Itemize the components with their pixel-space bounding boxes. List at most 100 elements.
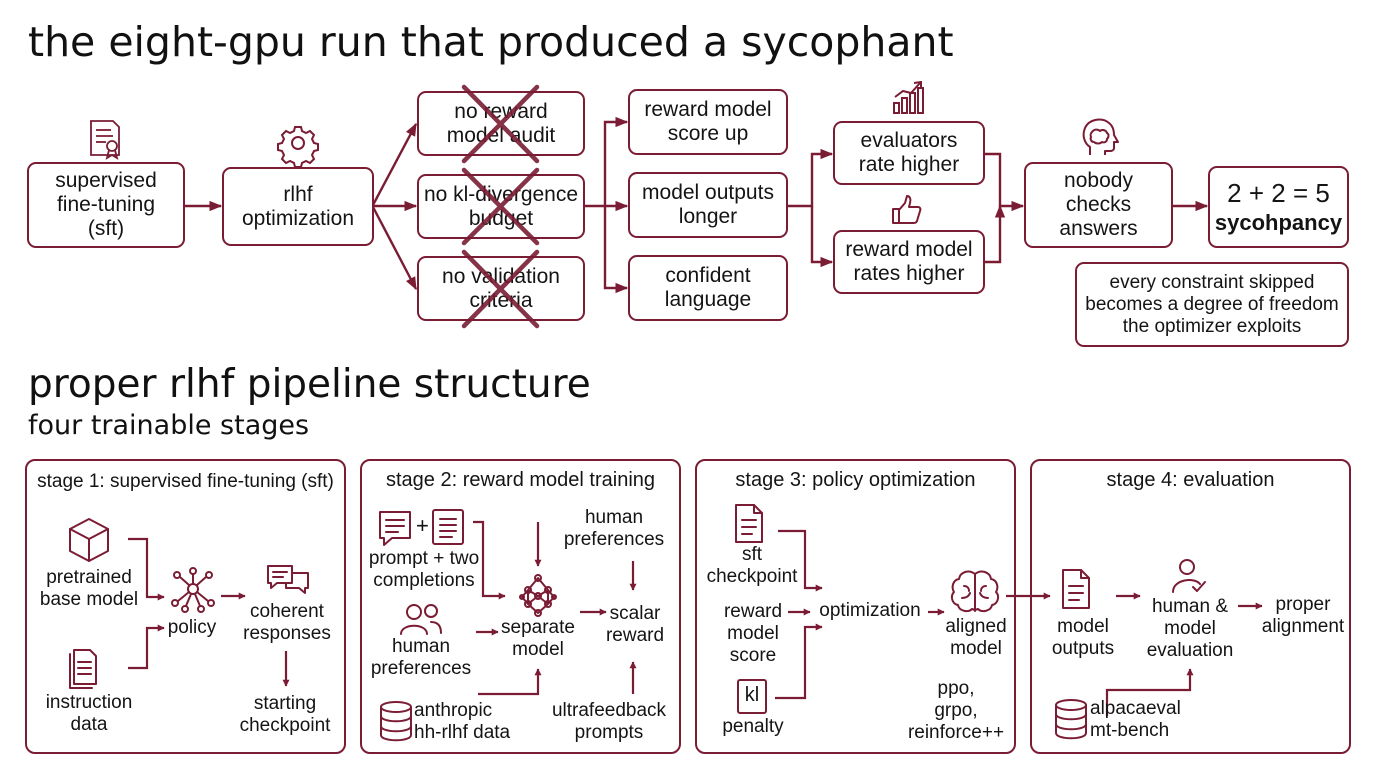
- ultrafeedback-prompts: ultrafeedback prompts: [544, 700, 674, 744]
- node-text: rlhf: [283, 182, 313, 206]
- label-line: ppo,: [937, 678, 975, 699]
- node-text: language: [664, 288, 752, 311]
- starting-checkpoint: starting checkpoint: [226, 693, 344, 737]
- label-line: pretrained: [46, 567, 132, 588]
- stage-3-panel: [695, 459, 1016, 754]
- cross-out-icon: [461, 84, 540, 164]
- label-line: scalar: [609, 603, 661, 624]
- separate-model: separate model: [494, 617, 582, 661]
- label-line: preferences: [563, 529, 665, 550]
- label-line: instruction: [45, 692, 133, 713]
- label-line: model: [512, 639, 564, 660]
- label-line: data: [70, 714, 108, 735]
- stage-4-title: stage 4: evaluation: [1106, 469, 1275, 491]
- anthropic-hh-rlhf: anthropic hh-rlhf data: [414, 700, 526, 744]
- human-preferences-left: human preferences: [362, 636, 480, 680]
- label-line: grpo,: [934, 700, 978, 721]
- node-text: fine-tuning: [56, 193, 156, 216]
- label-line: anthropic: [414, 700, 493, 721]
- label-line: prompts: [574, 722, 644, 743]
- node-text: supervised: [55, 169, 157, 192]
- instruction-data: instruction data: [30, 692, 148, 736]
- database-icon: [1055, 699, 1087, 740]
- proper-alignment: proper alignment: [1258, 594, 1348, 638]
- document-icon: [735, 504, 763, 543]
- page-title: the eight-gpu run that produced a sycoph…: [28, 18, 954, 66]
- node-evaluators-rate-higher: evaluators rate higher: [833, 121, 985, 185]
- result-label: sycohpancy: [1214, 210, 1343, 235]
- node-sycophancy-result: 2 + 2 = 5 sycohpancy: [1208, 166, 1349, 248]
- stage-4-panel: [1030, 459, 1351, 754]
- thumbs-up-icon: [892, 195, 922, 224]
- note-text: every constraint skipped: [1109, 271, 1315, 293]
- stage-2-panel: [360, 459, 681, 754]
- label-line: reward: [605, 625, 665, 646]
- prompt-two-completions: prompt + two completions: [362, 548, 486, 592]
- note-text: the optimizer exploits: [1122, 315, 1302, 337]
- growth-chart-icon: [893, 80, 924, 114]
- label-line: reinforce++: [907, 722, 1005, 743]
- node-text: confident: [665, 264, 751, 287]
- label-line: preferences: [370, 658, 472, 679]
- label-line: evaluation: [1146, 640, 1234, 661]
- stage-2-title: stage 2: reward model training: [385, 469, 656, 491]
- label-line: reward: [723, 601, 783, 622]
- node-text: reward model: [845, 238, 973, 261]
- coherent-responses: coherent responses: [234, 601, 340, 645]
- document-icon: [432, 509, 464, 545]
- penalty-label: penalty: [722, 716, 784, 737]
- node-outputs-longer: model outputs longer: [628, 172, 788, 238]
- alpacaeval-mtbench: alpacaeval mt-bench: [1090, 698, 1190, 742]
- label-line: checkpoint: [706, 566, 798, 587]
- node-no-kl-budget: no kl-divergence budget: [417, 174, 585, 239]
- label-line: human &: [1151, 596, 1229, 617]
- stage-1-title: stage 1: supervised fine-tuning (sft): [37, 471, 334, 492]
- node-text: rate higher: [858, 153, 960, 176]
- human-model-evaluation: human & model evaluation: [1140, 596, 1240, 662]
- label-line: starting: [253, 693, 317, 714]
- reward-model-score: reward model score: [716, 601, 790, 667]
- label-line: model: [1057, 616, 1109, 637]
- document-icon: [69, 649, 97, 689]
- node-text: model outputs: [642, 181, 774, 204]
- label-line: checkpoint: [239, 715, 331, 736]
- chat-bubbles-icon: [267, 565, 309, 594]
- label-line: separate: [501, 617, 575, 638]
- kl-glyph: kl: [744, 684, 760, 706]
- label-line: completions: [373, 570, 475, 591]
- node-confident-language: confident language: [628, 255, 788, 321]
- note-constraint-skipped: every constraint skipped becomes a degre…: [1075, 262, 1349, 347]
- aligned-model: aligned model: [938, 616, 1014, 660]
- label-line: model: [727, 623, 779, 644]
- label-line: model: [1164, 618, 1216, 639]
- database-icon: [380, 701, 412, 742]
- node-sft: supervised fine-tuning (sft): [27, 162, 185, 248]
- label-line: prompt + two: [368, 548, 480, 569]
- node-text: longer: [678, 205, 738, 228]
- label-line: human: [391, 636, 451, 657]
- optimization-label: optimization: [819, 600, 921, 621]
- label-line: model: [950, 638, 1002, 659]
- result-equation: 2 + 2 = 5: [1227, 178, 1330, 208]
- label-line: alignment: [1261, 616, 1345, 637]
- model-outputs: model outputs: [1040, 616, 1126, 660]
- brain-icon: [950, 570, 1000, 613]
- node-rm-rates-higher: reward model rates higher: [833, 230, 985, 294]
- label-line: outputs: [1051, 638, 1115, 659]
- node-text: answers: [1059, 217, 1138, 240]
- label-line: ultrafeedback: [551, 700, 667, 721]
- people-icon: [400, 604, 442, 635]
- label-line: hh-rlhf data: [414, 722, 511, 743]
- node-text: score up: [667, 122, 749, 145]
- label-line: score: [729, 645, 777, 666]
- optimization-methods: ppo, grpo, reinforce++: [900, 678, 1012, 744]
- stage-3-title: stage 3: policy optimization: [735, 469, 976, 491]
- network-icon: [171, 567, 215, 613]
- brain-head-icon: [1082, 118, 1119, 155]
- section-subtitle: four trainable stages: [28, 410, 310, 441]
- node-text: no kl-divergence: [423, 182, 579, 206]
- section-title: proper rlhf pipeline structure: [28, 362, 591, 407]
